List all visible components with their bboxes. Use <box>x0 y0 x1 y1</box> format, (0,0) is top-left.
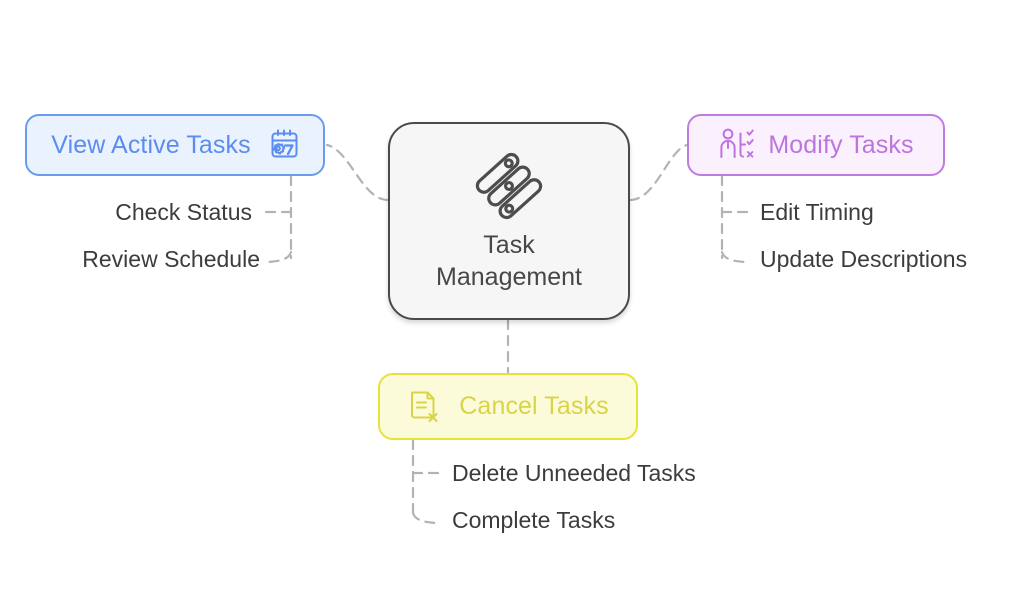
subnode-update-descriptions[interactable]: Update Descriptions <box>760 246 968 272</box>
edge-root-to-modify <box>628 143 689 202</box>
edge-modify-to-update-descriptions <box>720 250 747 264</box>
subnode-check-status[interactable]: Check Status <box>115 199 252 225</box>
node-view-active-tasks-label: View Active Tasks <box>51 130 251 159</box>
subnode-complete-tasks[interactable]: Complete Tasks <box>452 507 616 533</box>
node-task-management[interactable]: Task Management <box>388 122 630 320</box>
node-task-management-label: Task Management <box>436 229 582 293</box>
subnode-delete-unneeded-tasks[interactable]: Delete Unneeded Tasks <box>452 460 696 486</box>
calendar-gear-icon <box>263 128 299 162</box>
node-modify-tasks-label: Modify Tasks <box>768 130 914 159</box>
subnode-edit-timing[interactable]: Edit Timing <box>760 199 874 225</box>
node-modify-tasks[interactable]: Modify Tasks <box>687 114 945 176</box>
root-label-line-1: Task <box>483 231 535 259</box>
edge-cancel-to-complete <box>411 511 438 525</box>
edge-view-to-review-schedule <box>266 250 293 264</box>
person-checklist-icon <box>718 127 756 163</box>
node-view-active-tasks[interactable]: View Active Tasks <box>25 114 325 176</box>
document-x-icon <box>407 388 445 426</box>
diagonal-sliders-icon <box>472 149 546 223</box>
node-cancel-tasks[interactable]: Cancel Tasks <box>378 373 638 440</box>
subnode-review-schedule[interactable]: Review Schedule <box>82 246 260 272</box>
node-cancel-tasks-label: Cancel Tasks <box>459 392 609 420</box>
root-label-line-2: Management <box>436 263 582 291</box>
edge-root-to-view <box>325 143 390 202</box>
